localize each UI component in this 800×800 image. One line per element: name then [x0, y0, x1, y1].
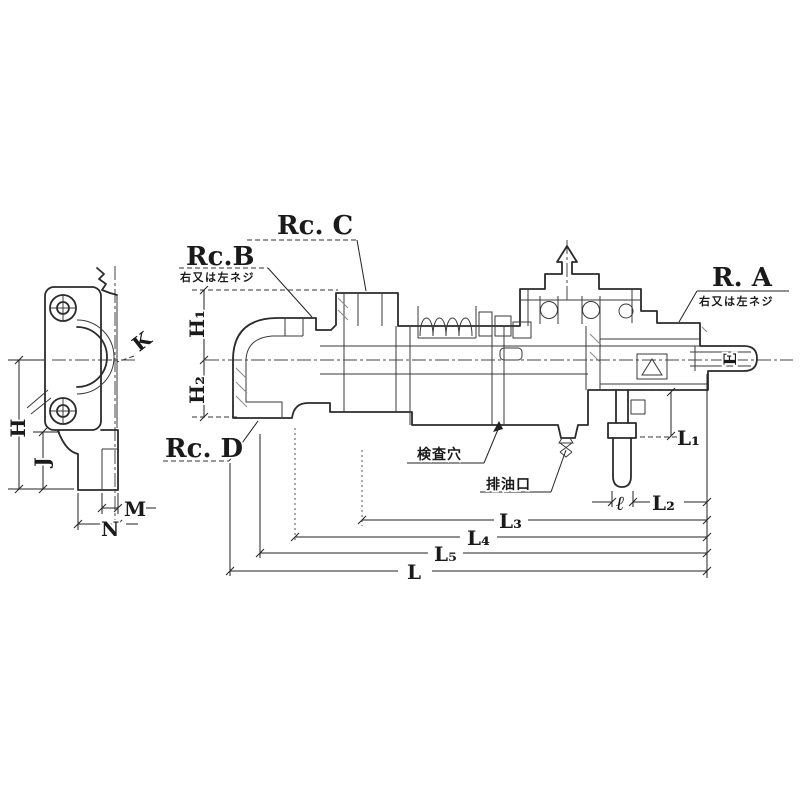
callout-inspection-hole: 検査穴 — [417, 446, 462, 463]
dim-l2: L₂ — [652, 491, 675, 515]
dim-ell: ℓ — [616, 491, 625, 515]
dim-e: E — [721, 352, 741, 365]
drain-nipple — [558, 437, 574, 458]
label-r-a: R. A — [712, 263, 773, 293]
ball-bearings — [540, 301, 634, 319]
note-r-a-thread: 右又は左ネジ — [698, 294, 774, 308]
label-rc-b: Rc.B — [186, 242, 254, 272]
labels: Rc. C Rc.B 右又は左ネジ Rc. D R. A 右又は左ネジ 検査穴 … — [4, 209, 774, 586]
seal-spring — [417, 306, 477, 339]
label-leaders — [116, 239, 789, 493]
dim-k: K — [127, 326, 156, 356]
main-section-view — [232, 245, 758, 488]
dim-h1: H₁ — [185, 310, 209, 338]
internal-section-lines — [245, 289, 751, 425]
centerlines — [52, 240, 793, 532]
dim-l3: L₃ — [499, 509, 522, 533]
section-hatching — [235, 297, 708, 408]
label-rc-c: Rc. C — [277, 211, 353, 241]
dim-l1: L₁ — [677, 426, 700, 450]
dim-h: H — [6, 419, 30, 438]
dim-m: M — [124, 497, 146, 521]
drain-pipe — [607, 389, 646, 488]
dimension-lines — [8, 285, 712, 578]
note-rc-b-thread: 右又は左ネジ — [179, 270, 255, 284]
dim-h2: H₂ — [185, 376, 209, 404]
dim-l5: L₅ — [434, 542, 457, 566]
callout-drain-port: 排油口 — [486, 476, 531, 493]
dim-l: L — [407, 560, 421, 584]
label-rc-d: Rc. D — [165, 434, 243, 464]
dim-l4: L₄ — [467, 526, 490, 550]
oil-level-gauge — [636, 353, 668, 380]
dim-n: N — [101, 517, 119, 541]
left-end-view — [26, 267, 119, 491]
dim-j: J — [30, 457, 54, 468]
seal-pack — [478, 311, 532, 361]
